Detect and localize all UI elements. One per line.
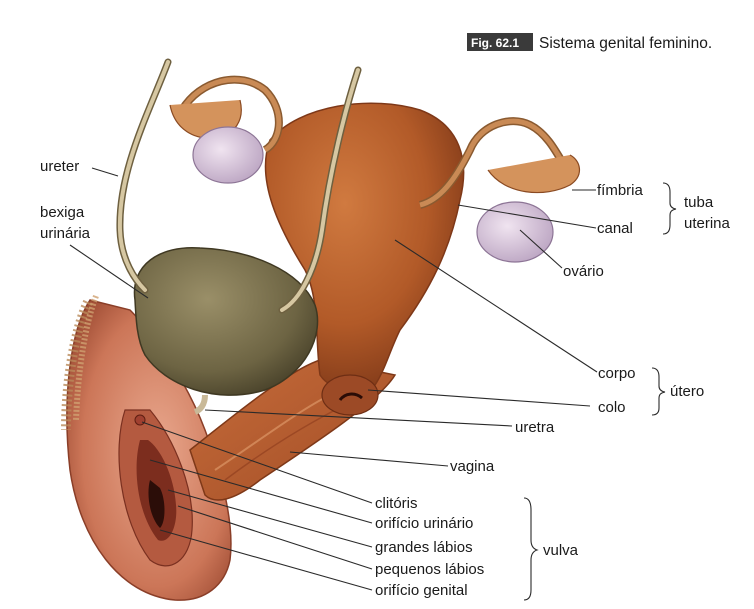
figure-title: Sistema genital feminino.	[539, 35, 712, 52]
label-canal: canal	[597, 220, 633, 237]
label-vulva: vulva	[543, 542, 579, 559]
label-utero: útero	[670, 383, 704, 400]
left-ovary-illustration	[170, 80, 279, 183]
label-corpo: corpo	[598, 365, 636, 382]
label-ovario: ovário	[563, 263, 604, 280]
label-orificio-urinario: orifício urinário	[375, 515, 473, 532]
figure-number: Fig. 62.1	[471, 36, 519, 50]
anatomy-illustration	[66, 62, 579, 600]
label-tuba: tuba	[684, 194, 714, 211]
label-clitoris: clitóris	[375, 495, 418, 512]
label-colo: colo	[598, 399, 626, 416]
label-pequenos-labios: pequenos lábios	[375, 561, 484, 578]
label-fimbria: fímbria	[597, 182, 644, 199]
label-urinaria: urinária	[40, 225, 91, 242]
label-bexiga: bexiga	[40, 204, 85, 221]
figure-caption: Fig. 62.1 Sistema genital feminino.	[467, 33, 712, 52]
label-uretra: uretra	[515, 419, 555, 436]
label-ureter: ureter	[40, 158, 79, 175]
label-grandes-labios: grandes lábios	[375, 539, 473, 556]
label-vagina: vagina	[450, 458, 495, 475]
label-orificio-genital: orifício genital	[375, 582, 468, 599]
label-uterina: uterina	[684, 215, 731, 232]
